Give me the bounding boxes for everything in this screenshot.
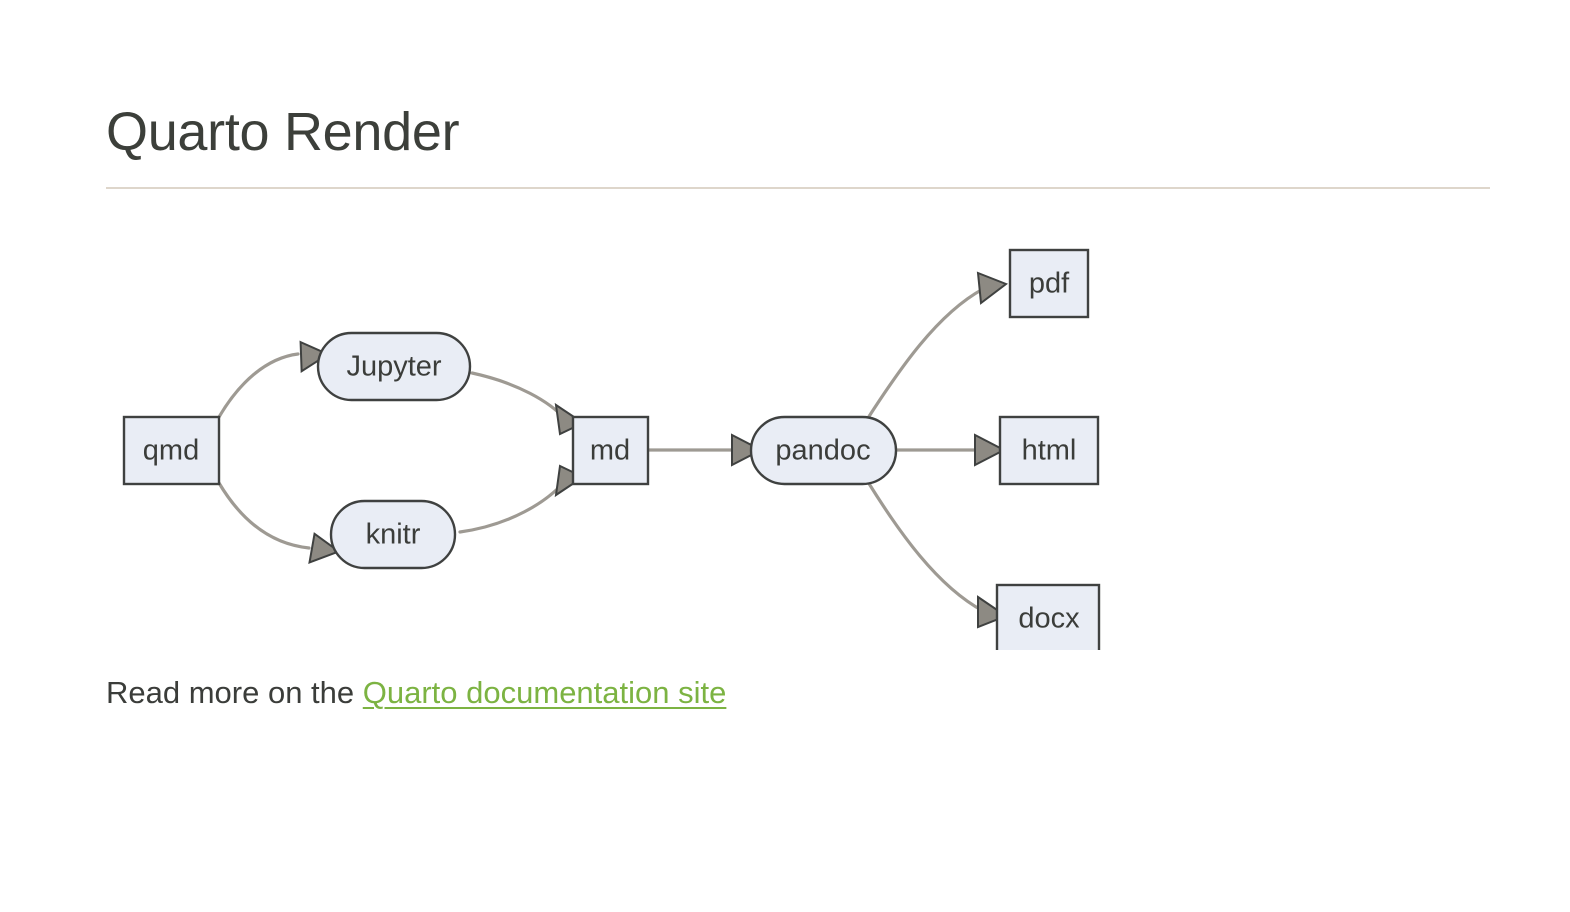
edge-jupyter-md xyxy=(470,371,586,436)
flow-node-label-jupyter: Jupyter xyxy=(346,351,441,383)
edge-qmd-knitr xyxy=(217,481,341,565)
read-more-prefix: Read more on the xyxy=(106,675,363,710)
arrow-head-icon xyxy=(977,595,1009,629)
edge-qmd-jupyter xyxy=(217,340,331,419)
quarto-documentation-link[interactable]: Quarto documentation site xyxy=(362,675,727,710)
edge-knitr-md xyxy=(458,464,586,534)
arrow-head-icon xyxy=(974,433,1007,467)
edge-pandoc-docx xyxy=(866,480,1009,629)
flow-node-html[interactable]: html xyxy=(998,415,1100,486)
flow-node-knitr[interactable]: knitr xyxy=(329,499,457,570)
arrow-head-icon xyxy=(299,340,331,373)
flow-node-label-pandoc: pandoc xyxy=(775,435,870,467)
title-divider xyxy=(106,187,1490,189)
flow-node-label-html: html xyxy=(1022,435,1077,467)
arrow-head-icon xyxy=(308,532,341,565)
flow-node-qmd[interactable]: qmd xyxy=(122,415,221,486)
read-more-paragraph: Read more on the Quarto documentation si… xyxy=(106,672,726,714)
arrow-head-icon xyxy=(731,433,764,467)
flow-node-jupyter[interactable]: Jupyter xyxy=(316,331,472,402)
flow-node-pandoc[interactable]: pandoc xyxy=(749,415,898,486)
arrow-head-icon xyxy=(554,402,586,436)
flow-node-docx[interactable]: docx xyxy=(995,583,1101,650)
quarto-render-flowchart: qmd Jupyter knitr md pandoc xyxy=(106,220,1136,650)
flow-node-label-pdf: pdf xyxy=(1029,268,1070,300)
flow-node-md[interactable]: md xyxy=(571,415,650,486)
arrow-head-icon xyxy=(554,464,586,498)
edge-pandoc-html xyxy=(894,433,1007,467)
flow-node-label-knitr: knitr xyxy=(366,519,421,551)
edge-md-pandoc xyxy=(646,433,764,467)
page-title: Quarto Render xyxy=(106,102,460,162)
flow-node-label-docx: docx xyxy=(1018,603,1080,635)
edge-pandoc-pdf xyxy=(866,271,1009,420)
flow-node-label-qmd: qmd xyxy=(143,435,199,467)
flow-node-pdf[interactable]: pdf xyxy=(1008,248,1090,319)
arrow-head-icon xyxy=(976,271,1009,305)
flowchart-canvas: qmd Jupyter knitr md pandoc xyxy=(122,248,1101,650)
flow-node-label-md: md xyxy=(590,435,630,467)
